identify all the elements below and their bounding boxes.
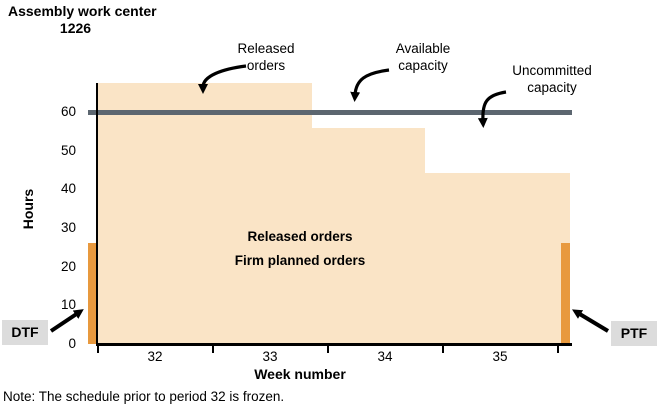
ptf-arrow — [571, 309, 610, 333]
footnote: Note: The schedule prior to period 32 is… — [3, 389, 285, 404]
annotation-released-orders: Released orders — [211, 41, 321, 74]
x-tick-label: 33 — [262, 349, 278, 364]
annotation-available-capacity-line2: capacity — [398, 57, 448, 73]
dtf-label-box: DTF — [2, 320, 48, 345]
area-label-firm-planned-orders: Firm planned orders — [234, 253, 366, 268]
x-axis-line — [96, 343, 572, 346]
chart-title-line2: 1226 — [59, 20, 92, 36]
dtf-arrow — [49, 309, 84, 333]
uncommitted-capacity-arrow — [477, 90, 507, 128]
x-tick — [442, 346, 444, 353]
y-axis-line — [96, 83, 98, 344]
x-axis-label: Week number — [254, 366, 346, 382]
y-tick-label: 0 — [68, 336, 76, 351]
x-tick-label: 35 — [492, 349, 508, 364]
annotation-released-orders-line2: orders — [246, 57, 286, 73]
x-tick-label: 34 — [377, 349, 393, 364]
annotation-available-capacity-line1: Available — [395, 41, 451, 56]
annotation-uncommitted-capacity: Uncommitted capacity — [492, 63, 612, 96]
x-tick-label: 32 — [147, 349, 163, 364]
y-tick-label: 20 — [60, 259, 76, 274]
chart-title-line1: Assembly work center — [8, 3, 157, 19]
y-tick-label: 10 — [60, 297, 76, 312]
x-tick — [212, 346, 214, 353]
ptf-label-box: PTF — [611, 321, 657, 346]
annotation-uncommitted-capacity-line1: Uncommitted — [512, 63, 592, 78]
chart-title: Assembly work center 1226 — [8, 3, 157, 37]
dtf-fence-bar — [88, 243, 97, 344]
ptf-fence-bar — [561, 243, 570, 344]
released-orders-area-step-2 — [312, 128, 425, 344]
x-tick — [97, 346, 99, 353]
annotation-released-orders-line1: Released — [237, 41, 295, 56]
available-capacity-line — [88, 110, 572, 115]
area-label-released-orders: Released orders — [247, 229, 353, 244]
y-axis-label: Hours — [20, 188, 36, 230]
released-orders-area-step-1 — [96, 83, 312, 344]
x-tick — [557, 346, 559, 353]
annotation-uncommitted-capacity-line2: capacity — [527, 79, 577, 95]
x-tick — [327, 346, 329, 353]
released-orders-area-step-3 — [425, 173, 570, 344]
y-tick-label: 60 — [60, 104, 76, 119]
annotation-available-capacity: Available capacity — [368, 41, 478, 74]
y-tick-label: 40 — [60, 181, 76, 196]
y-tick-label: 50 — [60, 143, 76, 158]
y-tick-label: 30 — [60, 220, 76, 235]
